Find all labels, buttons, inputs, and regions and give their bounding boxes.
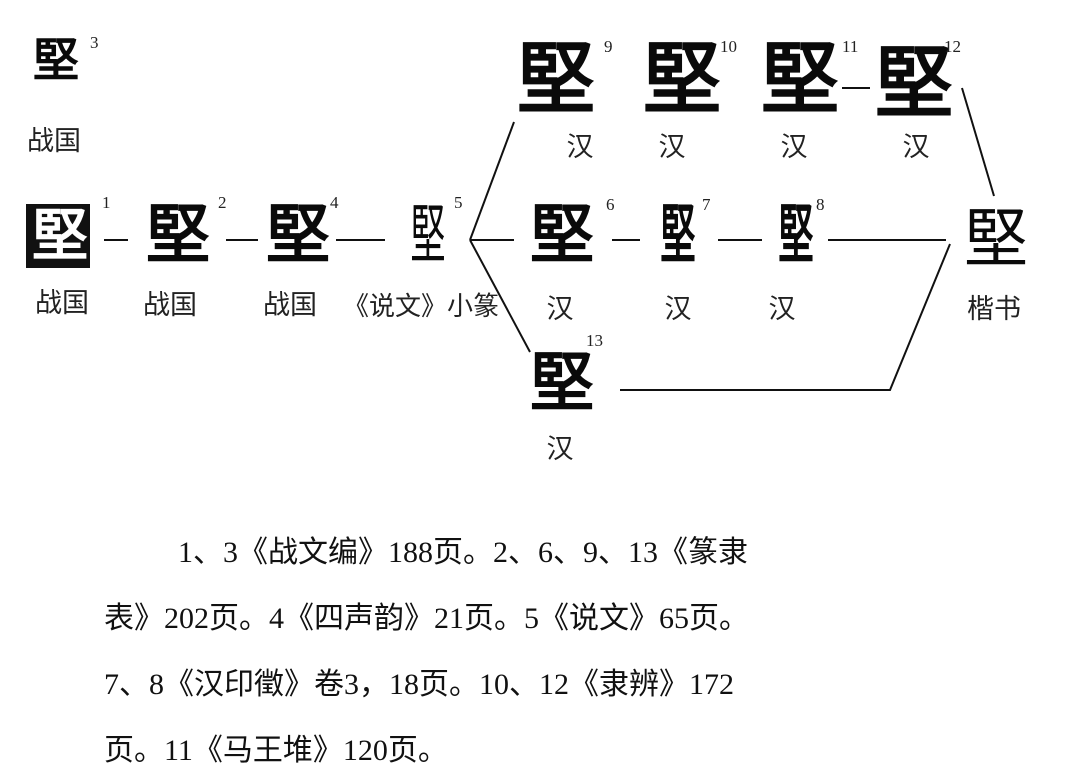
source-notes: 1、3《战文编》188页。2、6、9、13《篆隶 表》202页。4《四声韵》21…: [104, 520, 964, 784]
glyph-4: 堅: [266, 198, 330, 273]
caption-10: 汉: [658, 132, 686, 163]
caption-9: 汉: [566, 132, 594, 163]
num-12: 12: [944, 37, 961, 56]
num-9: 9: [604, 37, 613, 56]
notes-line-4: 页。11《马王堆》120页。: [104, 734, 448, 767]
glyph-kaishu: 堅: [964, 203, 1028, 277]
glyph-10: 堅: [642, 34, 722, 125]
num-2: 2: [218, 193, 227, 212]
link-5-13: [469, 239, 531, 353]
num-6: 6: [606, 195, 615, 214]
glyph-5: 堅: [410, 199, 446, 273]
num-10: 10: [720, 37, 737, 56]
caption-11: 汉: [780, 132, 808, 163]
caption-2: 战国: [143, 290, 197, 321]
glyph-2: 堅: [146, 198, 210, 273]
notes-line-2: 表》202页。4《四声韵》21页。5《说文》65页。: [104, 602, 749, 635]
caption-kaishu: 楷书: [967, 294, 1021, 325]
num-8: 8: [816, 195, 825, 214]
notes-line-1: 1、3《战文编》188页。2、6、9、13《篆隶: [178, 536, 748, 569]
caption-5: 《说文》小篆: [342, 292, 500, 322]
num-13: 13: [586, 331, 603, 350]
caption-7: 汉: [664, 294, 692, 325]
link-13-kaishu: [620, 243, 951, 391]
glyph-9: 堅: [516, 34, 596, 125]
caption-8: 汉: [768, 294, 796, 325]
num-11: 11: [842, 37, 859, 56]
caption-1: 战国: [35, 288, 89, 319]
caption-13: 汉: [546, 434, 574, 465]
glyph-6: 堅: [530, 198, 594, 273]
num-7: 7: [702, 195, 711, 214]
num-3: 3: [90, 33, 99, 52]
caption-6: 汉: [546, 294, 574, 325]
glyph-1: 堅: [26, 204, 90, 268]
glyph-8: 堅: [778, 198, 814, 273]
glyph-12: 堅: [874, 38, 954, 129]
glyph-7: 堅: [660, 198, 696, 273]
num-5: 5: [454, 193, 463, 212]
glyph-3: 堅: [33, 33, 79, 87]
link-5-9: [469, 121, 515, 241]
num-4: 4: [330, 193, 339, 212]
link-12-kaishu: [961, 87, 995, 197]
notes-line-3: 7、8《汉印徵》卷3，18页。10、12《隶辨》172: [104, 668, 734, 701]
caption-12: 汉: [902, 132, 930, 163]
glyph-11: 堅: [760, 34, 840, 125]
caption-3: 战国: [27, 126, 81, 157]
caption-4: 战国: [263, 290, 317, 321]
glyph-13: 堅: [530, 346, 594, 421]
num-1: 1: [102, 193, 111, 212]
